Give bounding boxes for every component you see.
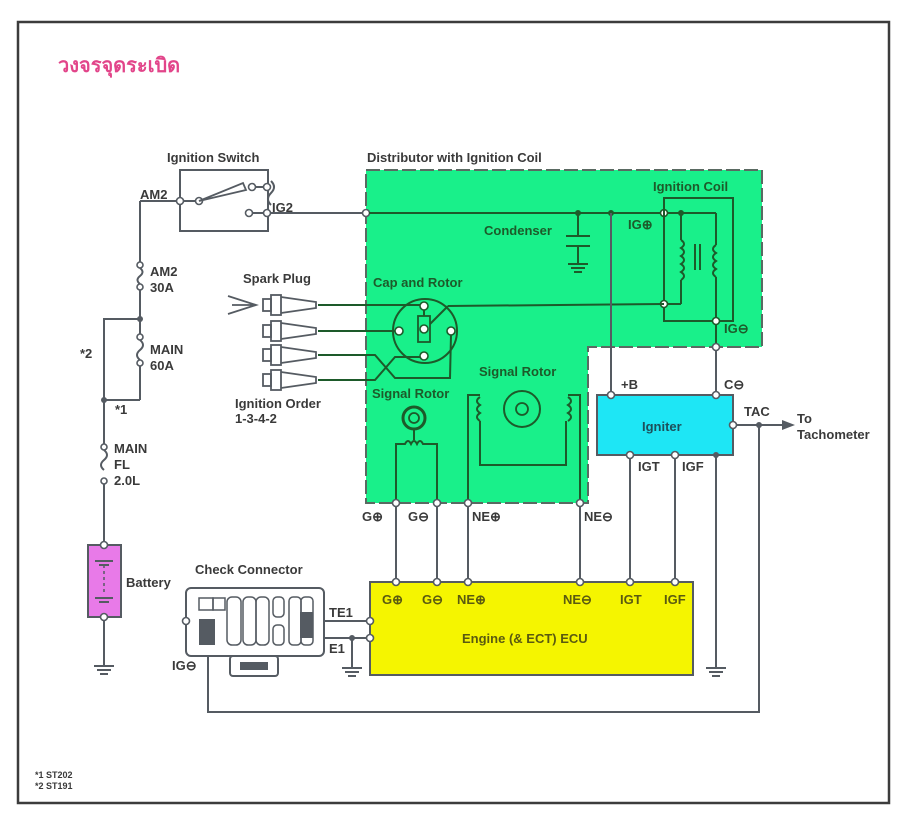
check-ig-minus-label: IG⊖ <box>172 658 197 673</box>
igniter-igf-label: IGF <box>682 459 704 474</box>
fuse-fl-rating: 2.0L <box>114 473 140 488</box>
spark-plug-4 <box>262 369 317 391</box>
fuse-am2-icon <box>136 261 144 291</box>
check-connector-icon <box>185 587 325 677</box>
fuse-main-fl-icon <box>100 443 108 485</box>
cap-rotor-icon <box>318 298 665 381</box>
signal-rotor-g-label: Signal Rotor <box>372 386 449 401</box>
ignition-order-value: 1-3-4-2 <box>235 411 277 426</box>
switch-contact-icon <box>140 180 371 218</box>
spark-plug-3 <box>262 344 317 366</box>
fuse-fl-line2: FL <box>114 457 130 472</box>
battery-icon <box>87 540 122 622</box>
fuse-main-60a-icon <box>136 333 144 367</box>
dist-ne-plus-label: NE⊕ <box>472 509 501 524</box>
e1-label: E1 <box>329 641 345 656</box>
ecu-pin-igf: IGF <box>664 592 686 607</box>
igniter-tac-label: TAC <box>744 404 770 419</box>
ecu-pin-g-plus: G⊕ <box>382 592 403 607</box>
ignition-coil-icon <box>659 197 734 352</box>
dist-ne-minus-label: NE⊖ <box>584 509 613 524</box>
tac-return-wire <box>207 425 760 713</box>
ecu-pin-g-minus: G⊖ <box>422 592 443 607</box>
ig-minus-label: IG⊖ <box>724 321 749 336</box>
ig2-terminal-label: IG2 <box>272 200 293 215</box>
dist-g-plus-label: G⊕ <box>362 509 383 524</box>
ecu-pin-ne-plus: NE⊕ <box>457 592 486 607</box>
spark-plug-2 <box>262 320 317 342</box>
ecu-box <box>369 581 694 676</box>
igniter-label: Igniter <box>642 419 682 434</box>
spark-plug-label: Spark Plug <box>243 271 311 286</box>
spark-plug-icons <box>227 294 317 391</box>
e1-ground-icon <box>342 638 362 677</box>
battery-label: Battery <box>126 575 172 590</box>
to-tachometer-line1: To <box>797 411 812 426</box>
condenser-label: Condenser <box>484 223 552 238</box>
to-tachometer-line2: Tachometer <box>797 427 870 442</box>
footnote-1: *1 ST202 <box>35 770 73 780</box>
ecu-pin-igt: IGT <box>620 592 642 607</box>
note-marker-2: *2 <box>80 346 92 361</box>
distributor-label: Distributor with Ignition Coil <box>367 150 542 165</box>
igniter-igt-label: IGT <box>638 459 660 474</box>
condenser-icon <box>566 213 590 273</box>
battery-ground-icon <box>94 621 114 675</box>
signal-rotor-g-icon <box>395 405 438 503</box>
fuse-main-rating: 60A <box>150 358 174 373</box>
fuse-main-name: MAIN <box>150 342 183 357</box>
ecu-pin-ne-minus: NE⊖ <box>563 592 592 607</box>
igniter-ground-icon <box>706 455 726 677</box>
ecu-label: Engine (& ECT) ECU <box>462 631 588 646</box>
cap-rotor-label: Cap and Rotor <box>373 275 463 290</box>
page-frame <box>16 20 891 805</box>
dist-g-minus-label: G⊖ <box>408 509 429 524</box>
ignition-coil-label: Ignition Coil <box>653 179 728 194</box>
igniter-c-minus-label: C⊖ <box>724 377 744 392</box>
ig-plus-label: IG⊕ <box>628 217 653 232</box>
am2-terminal-label: AM2 <box>140 187 167 202</box>
ignition-switch-label: Ignition Switch <box>167 150 259 165</box>
fuse-am2-rating: 30A <box>150 280 174 295</box>
spark-plug-1 <box>262 294 317 316</box>
igniter-plus-b-label: +B <box>621 377 638 392</box>
note-marker-1: *1 <box>115 402 127 417</box>
arrow-icon <box>782 420 795 430</box>
signal-rotor-ne-label: Signal Rotor <box>479 364 556 379</box>
fuse-fl-name: MAIN <box>114 441 147 456</box>
footnote-2: *2 ST191 <box>35 781 73 791</box>
check-connector-label: Check Connector <box>195 562 303 577</box>
fuse-am2-name: AM2 <box>150 264 177 279</box>
signal-rotor-ne-icon <box>467 390 581 503</box>
te1-label: TE1 <box>329 605 353 620</box>
diagram-title: วงจรจุดระเบิด <box>58 53 180 78</box>
ignition-order-label: Ignition Order <box>235 396 321 411</box>
